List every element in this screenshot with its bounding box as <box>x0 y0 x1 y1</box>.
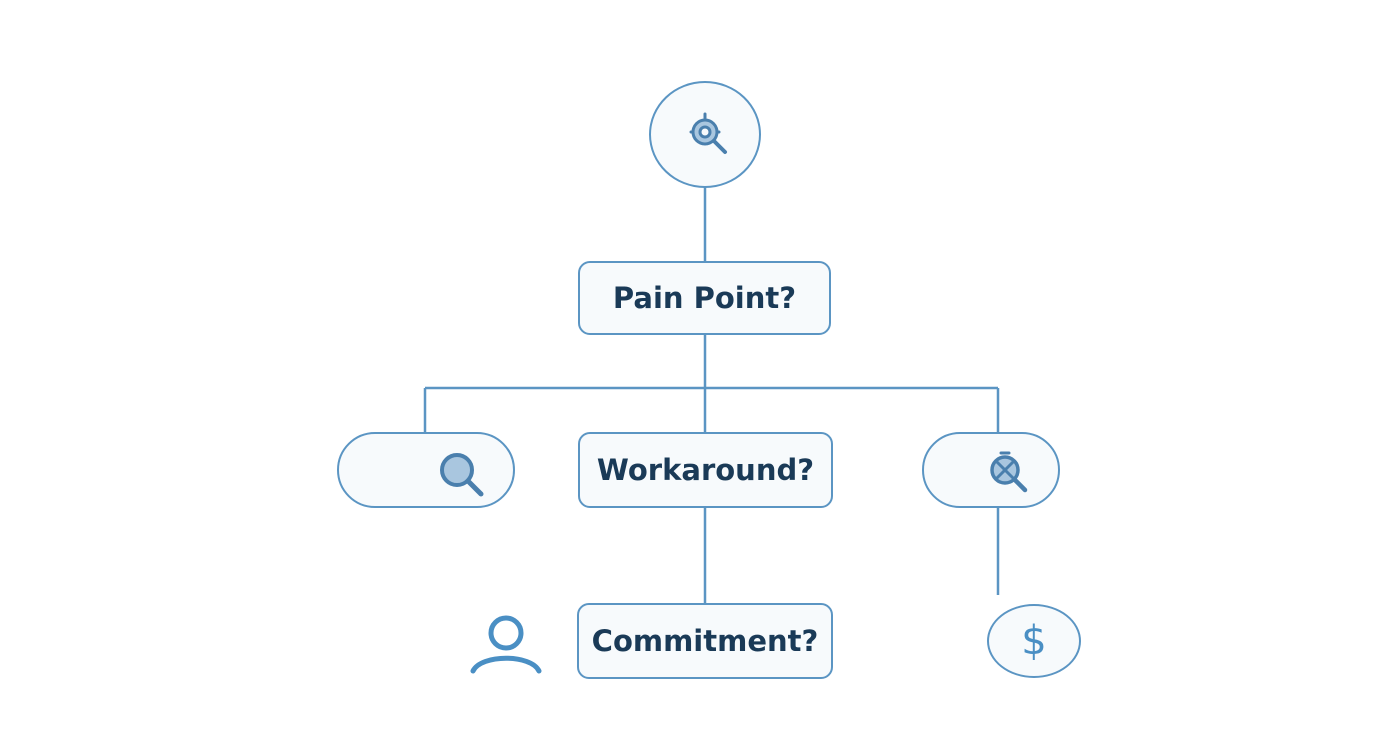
pain-point-label: Pain Point? <box>612 281 797 315</box>
target-search-icon <box>685 110 733 158</box>
workaround-label: Workaround? <box>596 453 815 487</box>
workaround-node[interactable]: Workaround? <box>578 432 833 508</box>
root-node[interactable] <box>649 81 761 188</box>
money-node[interactable]: $ <box>987 604 1081 678</box>
pain-point-node[interactable]: Pain Point? <box>578 261 831 335</box>
no-search-pill-node[interactable] <box>922 432 1060 508</box>
magnifier-icon <box>437 450 493 498</box>
commitment-node[interactable]: Commitment? <box>577 603 833 679</box>
person-icon <box>469 612 543 676</box>
search-pill-node[interactable] <box>337 432 515 508</box>
commitment-label: Commitment? <box>591 624 819 658</box>
crossed-magnifier-icon <box>987 449 1035 497</box>
dollar-icon: $ <box>1021 618 1047 664</box>
